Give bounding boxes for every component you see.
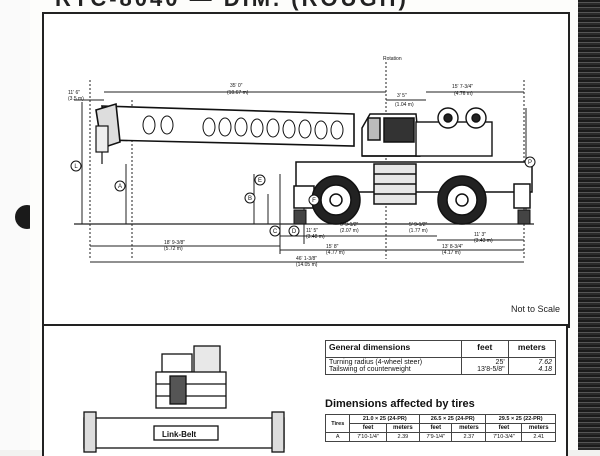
table-row: Turning radius (4-wheel steer) Tailswing… bbox=[325, 357, 557, 375]
row-feet: 25' bbox=[495, 359, 505, 366]
dim-a3-metric: (1.77 m) bbox=[409, 228, 428, 234]
cell: 2.37 bbox=[451, 432, 487, 442]
cell: 7'10-3/4" bbox=[485, 432, 523, 442]
height-left-label: 11' 6" bbox=[68, 90, 80, 96]
cab-offset-metric: (1.04 m) bbox=[395, 102, 414, 108]
boom-length-metric: (10.67 m) bbox=[227, 90, 249, 96]
page-header: RTC-8040 — DIM. (ROUGH) bbox=[55, 0, 409, 12]
dim-a1-label: 11' 5" bbox=[306, 228, 318, 234]
rear-metric: (4.17 m) bbox=[442, 250, 461, 256]
tire-size-3: 29.5 × 25 (22-PR) bbox=[485, 414, 556, 424]
crane-side-elevation: Rotation 35' 0" (10.67 m) 3' 5" (1.04 m)… bbox=[68, 56, 536, 268]
height-left-metric: (3.5 m) bbox=[68, 96, 84, 102]
row-meters: 7.62 bbox=[538, 359, 552, 366]
row-label: Turning radius (4-wheel steer) bbox=[329, 359, 423, 366]
dim-a4-label: 11' 3" bbox=[474, 232, 486, 238]
cell: 2.39 bbox=[385, 432, 421, 442]
tire-size-1: 21.0 × 25 (24-PR) bbox=[349, 414, 421, 424]
boom-length-label: 35' 0" bbox=[230, 83, 243, 89]
general-dimensions-title: General dimensions bbox=[325, 340, 462, 358]
overall-length-metric: (14.05 m) bbox=[296, 262, 318, 268]
crane-front-elevation: Link-Belt bbox=[83, 345, 285, 453]
table-row: A 7'10-1/4" 2.39 7'9-1/4" 2.37 7'10-3/4"… bbox=[324, 432, 556, 442]
dim-a2-metric: (2.07 m) bbox=[340, 228, 359, 234]
brand-label: Link-Belt bbox=[162, 430, 197, 439]
dim-a4-metric: (3.43 m) bbox=[474, 238, 493, 244]
row-feet: 13'8-5/8" bbox=[477, 366, 505, 373]
front-overhang-label: 18' 9-3/8" bbox=[164, 240, 185, 246]
sub-feet: feet bbox=[419, 423, 453, 433]
cab-offset-label: 3' 5" bbox=[397, 93, 407, 99]
front-view-panel: Link-Belt bbox=[42, 324, 316, 456]
marker-a: A bbox=[118, 184, 122, 190]
tires-table: Tires 21.0 × 25 (24-PR) 26.5 × 25 (24-PR… bbox=[324, 414, 556, 442]
sub-feet: feet bbox=[485, 423, 523, 433]
marker-p: P bbox=[528, 160, 532, 166]
marker-d: D bbox=[292, 229, 297, 235]
tail-metric: (4.76 m) bbox=[454, 91, 473, 97]
col-feet: feet bbox=[460, 340, 509, 358]
tires-section-title: Dimensions affected by tires bbox=[325, 398, 475, 410]
cell: 2.41 bbox=[521, 432, 556, 442]
row-meters: 4.18 bbox=[538, 366, 552, 373]
sub-meters: meters bbox=[385, 423, 421, 433]
marker-c: C bbox=[273, 229, 278, 235]
tire-size-2: 26.5 × 25 (24-PR) bbox=[419, 414, 487, 424]
not-to-scale-note: Not to Scale bbox=[510, 304, 560, 314]
side-view-panel: Rotation 35' 0" (10.67 m) 3' 5" (1.04 m)… bbox=[42, 12, 570, 328]
rear-label: 13' 8-3/4" bbox=[442, 244, 463, 250]
tail-label: 15' 7-3/4" bbox=[452, 84, 473, 90]
dim-a1-metric: (3.48 m) bbox=[306, 234, 325, 240]
row-label: Tailswing of counterweight bbox=[329, 366, 411, 373]
general-dimensions-table: General dimensions feet meters Turning r… bbox=[325, 340, 557, 375]
sub-meters: meters bbox=[521, 423, 556, 433]
dim-a3-label: 5' 9-1/2" bbox=[409, 222, 428, 228]
dimensions-panel: General dimensions feet meters Turning r… bbox=[314, 324, 568, 456]
marker-l: L bbox=[74, 164, 78, 170]
col-meters: meters bbox=[507, 340, 557, 358]
marker-e: E bbox=[258, 178, 262, 184]
cell: 7'10-1/4" bbox=[349, 432, 387, 442]
sub-meters: meters bbox=[451, 423, 487, 433]
row-label: A bbox=[324, 432, 351, 442]
wheelbase-label: 15' 8" bbox=[326, 244, 339, 250]
cell: 7'9-1/4" bbox=[419, 432, 453, 442]
sub-feet: feet bbox=[349, 423, 387, 433]
col-tires: Tires bbox=[324, 414, 351, 433]
marker-b: B bbox=[248, 196, 252, 202]
marker-f: F bbox=[312, 198, 316, 204]
overall-length-label: 46' 1-3/8" bbox=[296, 256, 317, 262]
front-overhang-metric: (5.72 m) bbox=[164, 246, 183, 252]
dim-a2-label: 6' 9-1/2" bbox=[340, 222, 359, 228]
page-edge-shadow bbox=[578, 0, 600, 450]
wheelbase-metric: (4.77 m) bbox=[326, 250, 345, 256]
rotation-label: Rotation bbox=[383, 56, 402, 62]
